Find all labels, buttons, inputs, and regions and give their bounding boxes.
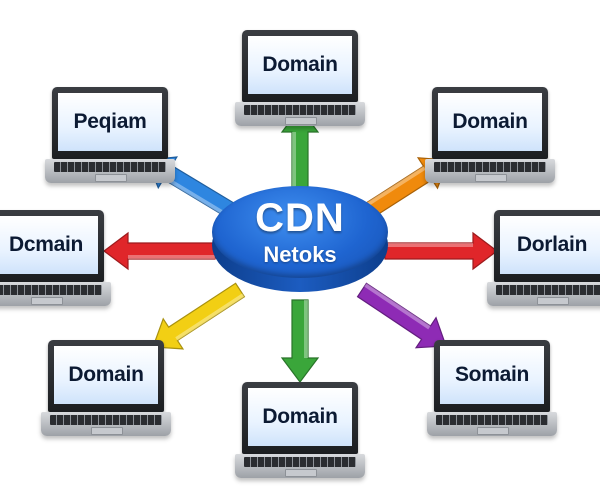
laptop-keyboard [45,159,175,183]
laptop-left: Dcmain [0,210,111,310]
laptop-screen-label: Domain [248,36,352,94]
laptop-screen-label: Domain [248,388,352,446]
laptop-lid: Domain [242,30,358,102]
laptop-top-right: Domain [425,87,555,187]
arrow-highlight [292,132,296,200]
laptop-keyboard [425,159,555,183]
arrow-down-right [356,282,447,349]
laptop-lid: Domain [48,340,164,412]
hub-cylinder-top [212,186,388,278]
hub-title: CDN [255,196,345,240]
arrow-body [103,231,216,271]
laptop-right: Dorlain [487,210,600,310]
arrow-highlight [385,243,473,247]
laptop-lid: Domain [242,382,358,454]
hub-subtitle: Netoks [263,242,337,267]
laptop-screen-label: Somain [440,346,544,404]
arrow-body [152,282,246,350]
laptop-screen-label: Domain [54,346,158,404]
arrow-highlight [163,175,228,217]
laptop-keyboard [235,102,365,126]
laptop-lid: Peqiam [52,87,168,159]
laptop-bottom-right: Somain [427,340,557,440]
arrow-body [356,282,447,349]
laptop-keyboard [0,282,111,306]
laptop-screen-label: Domain [438,93,542,151]
laptop-top-left: Peqiam [45,87,175,187]
laptop-keyboard [235,454,365,478]
arrow-down [280,299,320,383]
laptop-top: Domain [235,30,365,130]
arrow-highlight [364,283,431,330]
arrow-highlight [175,293,245,341]
laptop-screen-label: Peqiam [58,93,162,151]
laptop-screen-label: Dorlain [500,216,600,274]
arrow-down-left [152,282,246,350]
arrow-left [103,231,216,271]
laptop-bottom: Domain [235,382,365,482]
laptop-keyboard [487,282,600,306]
arrow-highlight [304,300,308,358]
arrow-highlight [365,166,426,207]
laptop-lid: Domain [432,87,548,159]
arrow-highlight [128,255,215,259]
cdn-hub: CDN Netoks [212,186,388,292]
laptop-lid: Somain [434,340,550,412]
arrow-body [280,299,320,383]
arrow-right [384,231,498,271]
laptop-lid: Dcmain [0,210,104,282]
arrow-body [384,231,498,271]
laptop-lid: Dorlain [494,210,600,282]
laptop-bottom-left: Domain [41,340,171,440]
laptop-keyboard [427,412,557,436]
laptop-keyboard [41,412,171,436]
laptop-screen-label: Dcmain [0,216,98,274]
